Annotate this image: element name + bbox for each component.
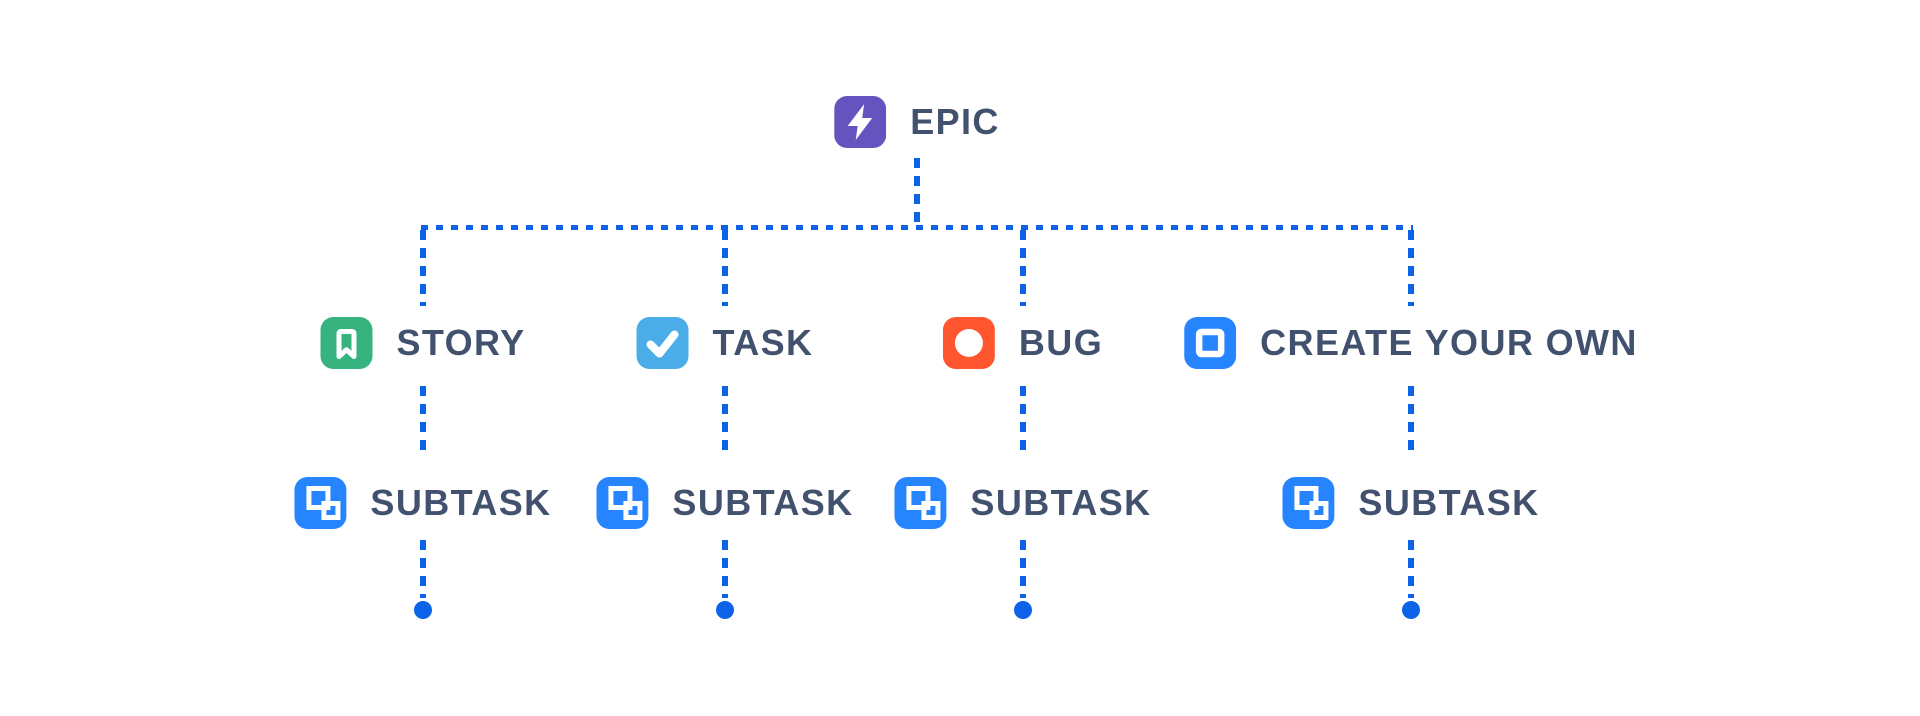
terminal-dot-4: [1402, 601, 1420, 619]
connector-trunk: [421, 225, 1413, 230]
terminal-dot-1: [414, 601, 432, 619]
subtask-icon: [894, 477, 947, 529]
subtask-icon: [294, 477, 347, 529]
node-label-subtask-2: SUBTASK: [672, 482, 854, 523]
connector-subtask-tail-4: [1408, 540, 1414, 598]
subtask-icon: [596, 477, 649, 529]
node-label-task: TASK: [712, 322, 814, 363]
node-label-story: STORY: [396, 322, 526, 363]
connector-subtask-tail-1: [420, 540, 426, 598]
terminal-dot-2: [716, 601, 734, 619]
connector-task-subtask: [722, 386, 728, 452]
bug-circle-icon: [942, 317, 995, 369]
connector-branch-task: [722, 230, 728, 306]
terminal-dot-3: [1014, 601, 1032, 619]
node-label-bug: BUG: [1018, 322, 1104, 363]
connector-bug-subtask: [1020, 386, 1026, 452]
custom-square-icon: [1184, 317, 1237, 369]
subtask-icon: [1282, 477, 1335, 529]
node-label-subtask-1: SUBTASK: [370, 482, 552, 523]
node-subtask-2: SUBTASK: [596, 477, 853, 529]
connector-branch-custom: [1408, 230, 1414, 306]
connector-subtask-tail-2: [722, 540, 728, 598]
node-create-your-own: CREATE YOUR OWN: [1184, 317, 1638, 369]
node-task: TASK: [636, 317, 814, 369]
connector-epic-stem: [914, 158, 920, 226]
connector-subtask-tail-3: [1020, 540, 1026, 598]
node-bug: BUG: [942, 317, 1104, 369]
epic-lightning-icon: [834, 96, 887, 148]
node-label-epic: EPIC: [910, 101, 1000, 142]
node-subtask-3: SUBTASK: [894, 477, 1151, 529]
task-check-icon: [636, 317, 689, 369]
connector-branch-bug: [1020, 230, 1026, 306]
node-label-subtask-4: SUBTASK: [1358, 482, 1540, 523]
node-subtask-4: SUBTASK: [1282, 477, 1539, 529]
story-bookmark-icon: [320, 317, 373, 369]
node-label-subtask-3: SUBTASK: [970, 482, 1152, 523]
node-label-create-your-own: CREATE YOUR OWN: [1260, 322, 1638, 363]
node-epic: EPIC: [834, 96, 1000, 148]
connector-custom-subtask: [1408, 386, 1414, 452]
connector-story-subtask: [420, 386, 426, 452]
node-story: STORY: [320, 317, 525, 369]
connector-branch-story: [420, 230, 426, 306]
node-subtask-1: SUBTASK: [294, 477, 551, 529]
